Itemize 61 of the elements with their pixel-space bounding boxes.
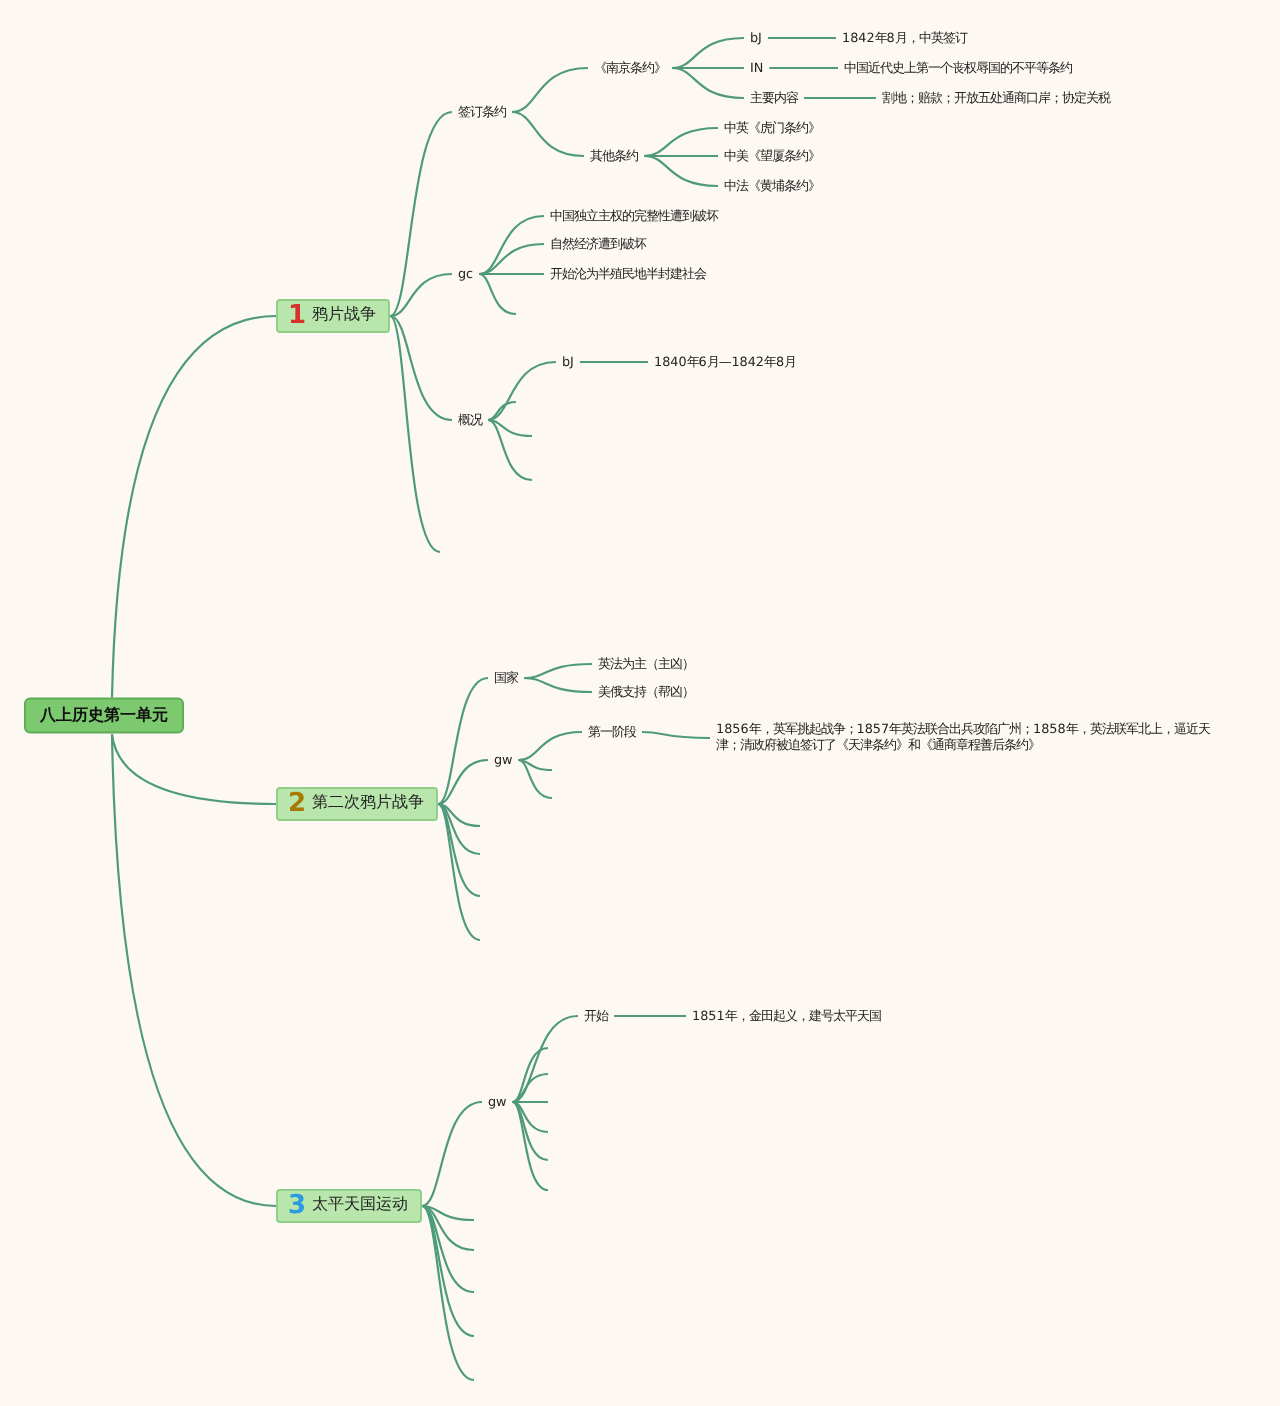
- branch-line: [672, 66, 744, 70]
- branch-line: [512, 1101, 549, 1192]
- branch-line: [512, 1100, 549, 1162]
- branch-line: [512, 1072, 549, 1104]
- branch-line: [487, 418, 533, 438]
- branch-line: [421, 1205, 475, 1381]
- topic-box: [276, 1189, 423, 1223]
- branch-line: [512, 1100, 548, 1104]
- branch-line: [518, 730, 583, 762]
- branch-line: [437, 676, 489, 805]
- branch-line: [518, 758, 553, 800]
- branch-line: [487, 400, 517, 422]
- branch-line: [479, 272, 544, 276]
- branch-line: [579, 360, 648, 364]
- topic-title: 鸦片战争: [312, 305, 377, 327]
- branch-line: [671, 66, 745, 100]
- topic-box: [276, 787, 439, 821]
- branch-line: [389, 315, 441, 553]
- branch-line: [389, 315, 453, 422]
- branch-line: [478, 214, 545, 276]
- branch-line: [437, 803, 481, 942]
- branch-line: [641, 730, 710, 740]
- branch-line: [512, 1046, 549, 1104]
- branch-line: [389, 111, 453, 317]
- branch-line: [511, 110, 585, 158]
- branch-line: [523, 676, 593, 694]
- branch-line: [478, 272, 517, 316]
- branch-line: [421, 1100, 483, 1207]
- branch-line: [437, 802, 481, 856]
- branch-line: [487, 418, 533, 482]
- branch-line: [389, 272, 453, 318]
- branch-line: [643, 154, 719, 188]
- branch-line: [421, 1205, 475, 1338]
- branch-line: [614, 1014, 686, 1018]
- branch-line: [437, 758, 489, 806]
- topic-box: [276, 299, 391, 333]
- branch-line: [518, 758, 553, 772]
- branch-line: [671, 36, 745, 70]
- branch-line: [643, 126, 719, 158]
- root-box: 八上历史第一单元: [24, 697, 184, 735]
- branch-line: [110, 314, 277, 698]
- topic-title: 太平天国运动: [312, 1195, 409, 1217]
- branch-line: [437, 802, 481, 828]
- topic-title: 第二次鸦片战争: [312, 793, 425, 815]
- branch-line: [769, 66, 838, 70]
- branch-line: [421, 1204, 475, 1252]
- branch-line: [804, 96, 876, 100]
- topic-number: 2: [288, 791, 307, 817]
- branch-line: [110, 734, 277, 806]
- branch-line: [767, 36, 836, 40]
- topic-number: 3: [288, 1193, 307, 1219]
- branch-line: [437, 803, 481, 898]
- branch-line: [110, 734, 277, 1208]
- branch-line: [479, 242, 545, 276]
- branch-line: [422, 1204, 475, 1222]
- branch-line: [421, 1205, 475, 1294]
- branch-line: [511, 66, 589, 114]
- branch-line: [644, 154, 718, 158]
- branch-line: [487, 360, 557, 422]
- branch-line: [512, 1100, 549, 1134]
- topic-number: 1: [288, 303, 307, 329]
